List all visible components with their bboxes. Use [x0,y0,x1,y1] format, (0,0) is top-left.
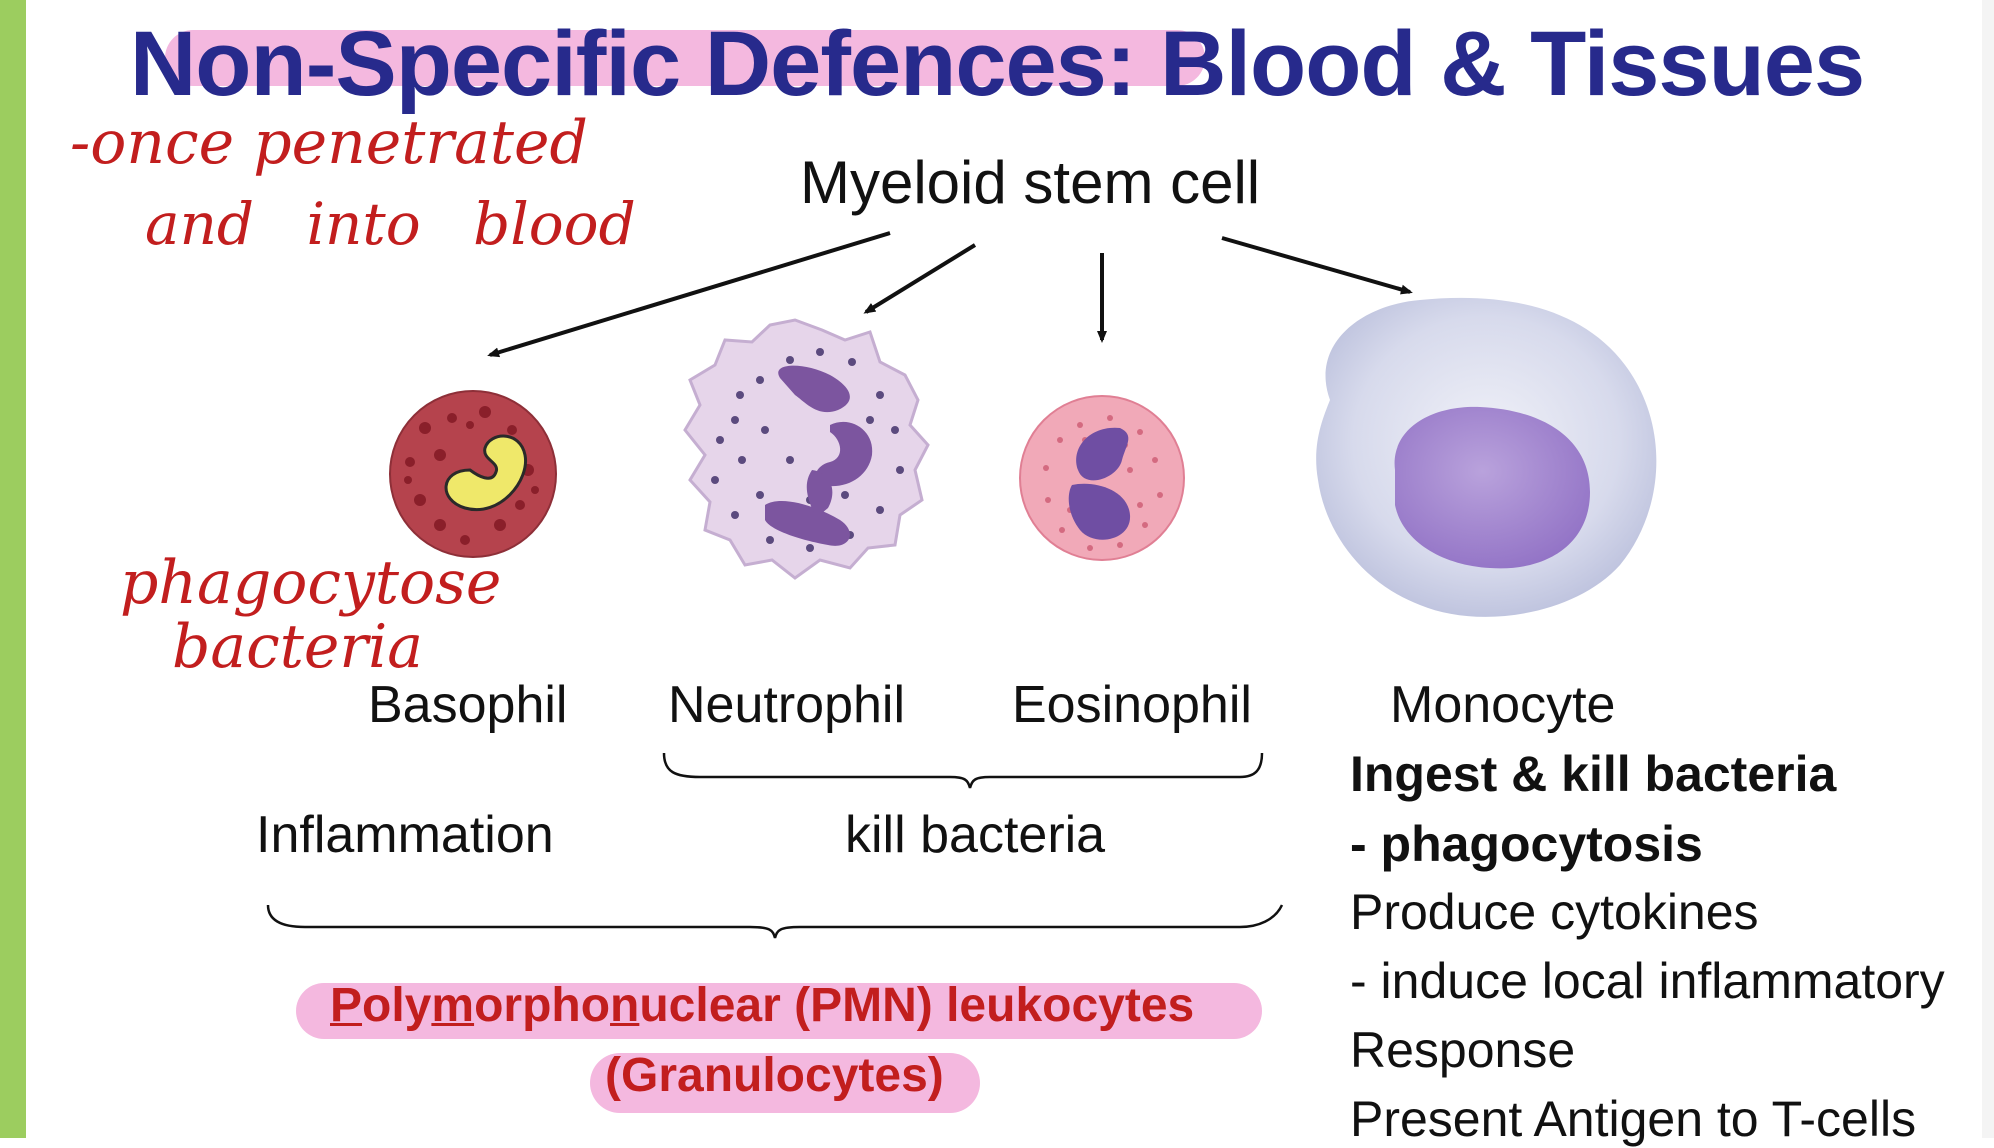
role-inflammation: Inflammation [256,806,554,864]
neutrophil-cell [683,318,930,580]
accent-bar [0,0,26,1138]
note-penetrated: -once penetrated [70,108,588,178]
role-kill-bacteria: kill bacteria [845,806,1106,864]
pmn-label: Polymorphonuclear (PMN) leukocytes [330,979,1195,1032]
page-edge [1982,0,1994,1138]
note-bacteria: bacteria [172,612,424,682]
monocyte-function-3: Produce cytokines [1350,884,1759,940]
arrow-to-neutrophil [863,243,977,314]
note-into-blood: and into blood [145,190,636,258]
label-monocyte: Monocyte [1390,676,1616,734]
brace-neut-eos [662,752,1264,789]
label-neutrophil: Neutrophil [668,676,906,734]
monocyte-function-6: Present Antigen to T-cells [1350,1091,1917,1147]
note-phagocytose: phagocytose [120,548,502,618]
monocyte-cell [1316,297,1657,617]
label-basophil: Basophil [368,676,568,734]
label-eosinophil: Eosinophil [1012,676,1252,734]
title-highlight [165,30,1205,86]
stem-cell-label: Myeloid stem cell [800,149,1261,216]
granulocytes-highlight [590,1053,980,1113]
slide-title: Non-Specific Defences: Blood & Tissues [129,13,1865,115]
monocyte-function-2: - phagocytosis [1350,816,1703,872]
monocyte-function-1: Ingest & kill bacteria [1350,746,1837,802]
arrow-to-basophil [487,231,891,358]
granulocytes-label: (Granulocytes) [605,1049,944,1102]
monocyte-function-4: - induce local inflammatory [1350,953,1945,1009]
pmn-highlight [296,983,1262,1039]
monocyte-function-5: Response [1350,1022,1576,1078]
basophil-cell [389,390,557,558]
eosinophil-cell [1019,395,1185,561]
brace-granulocytes [266,904,1284,939]
arrow-to-monocyte [1221,236,1413,295]
